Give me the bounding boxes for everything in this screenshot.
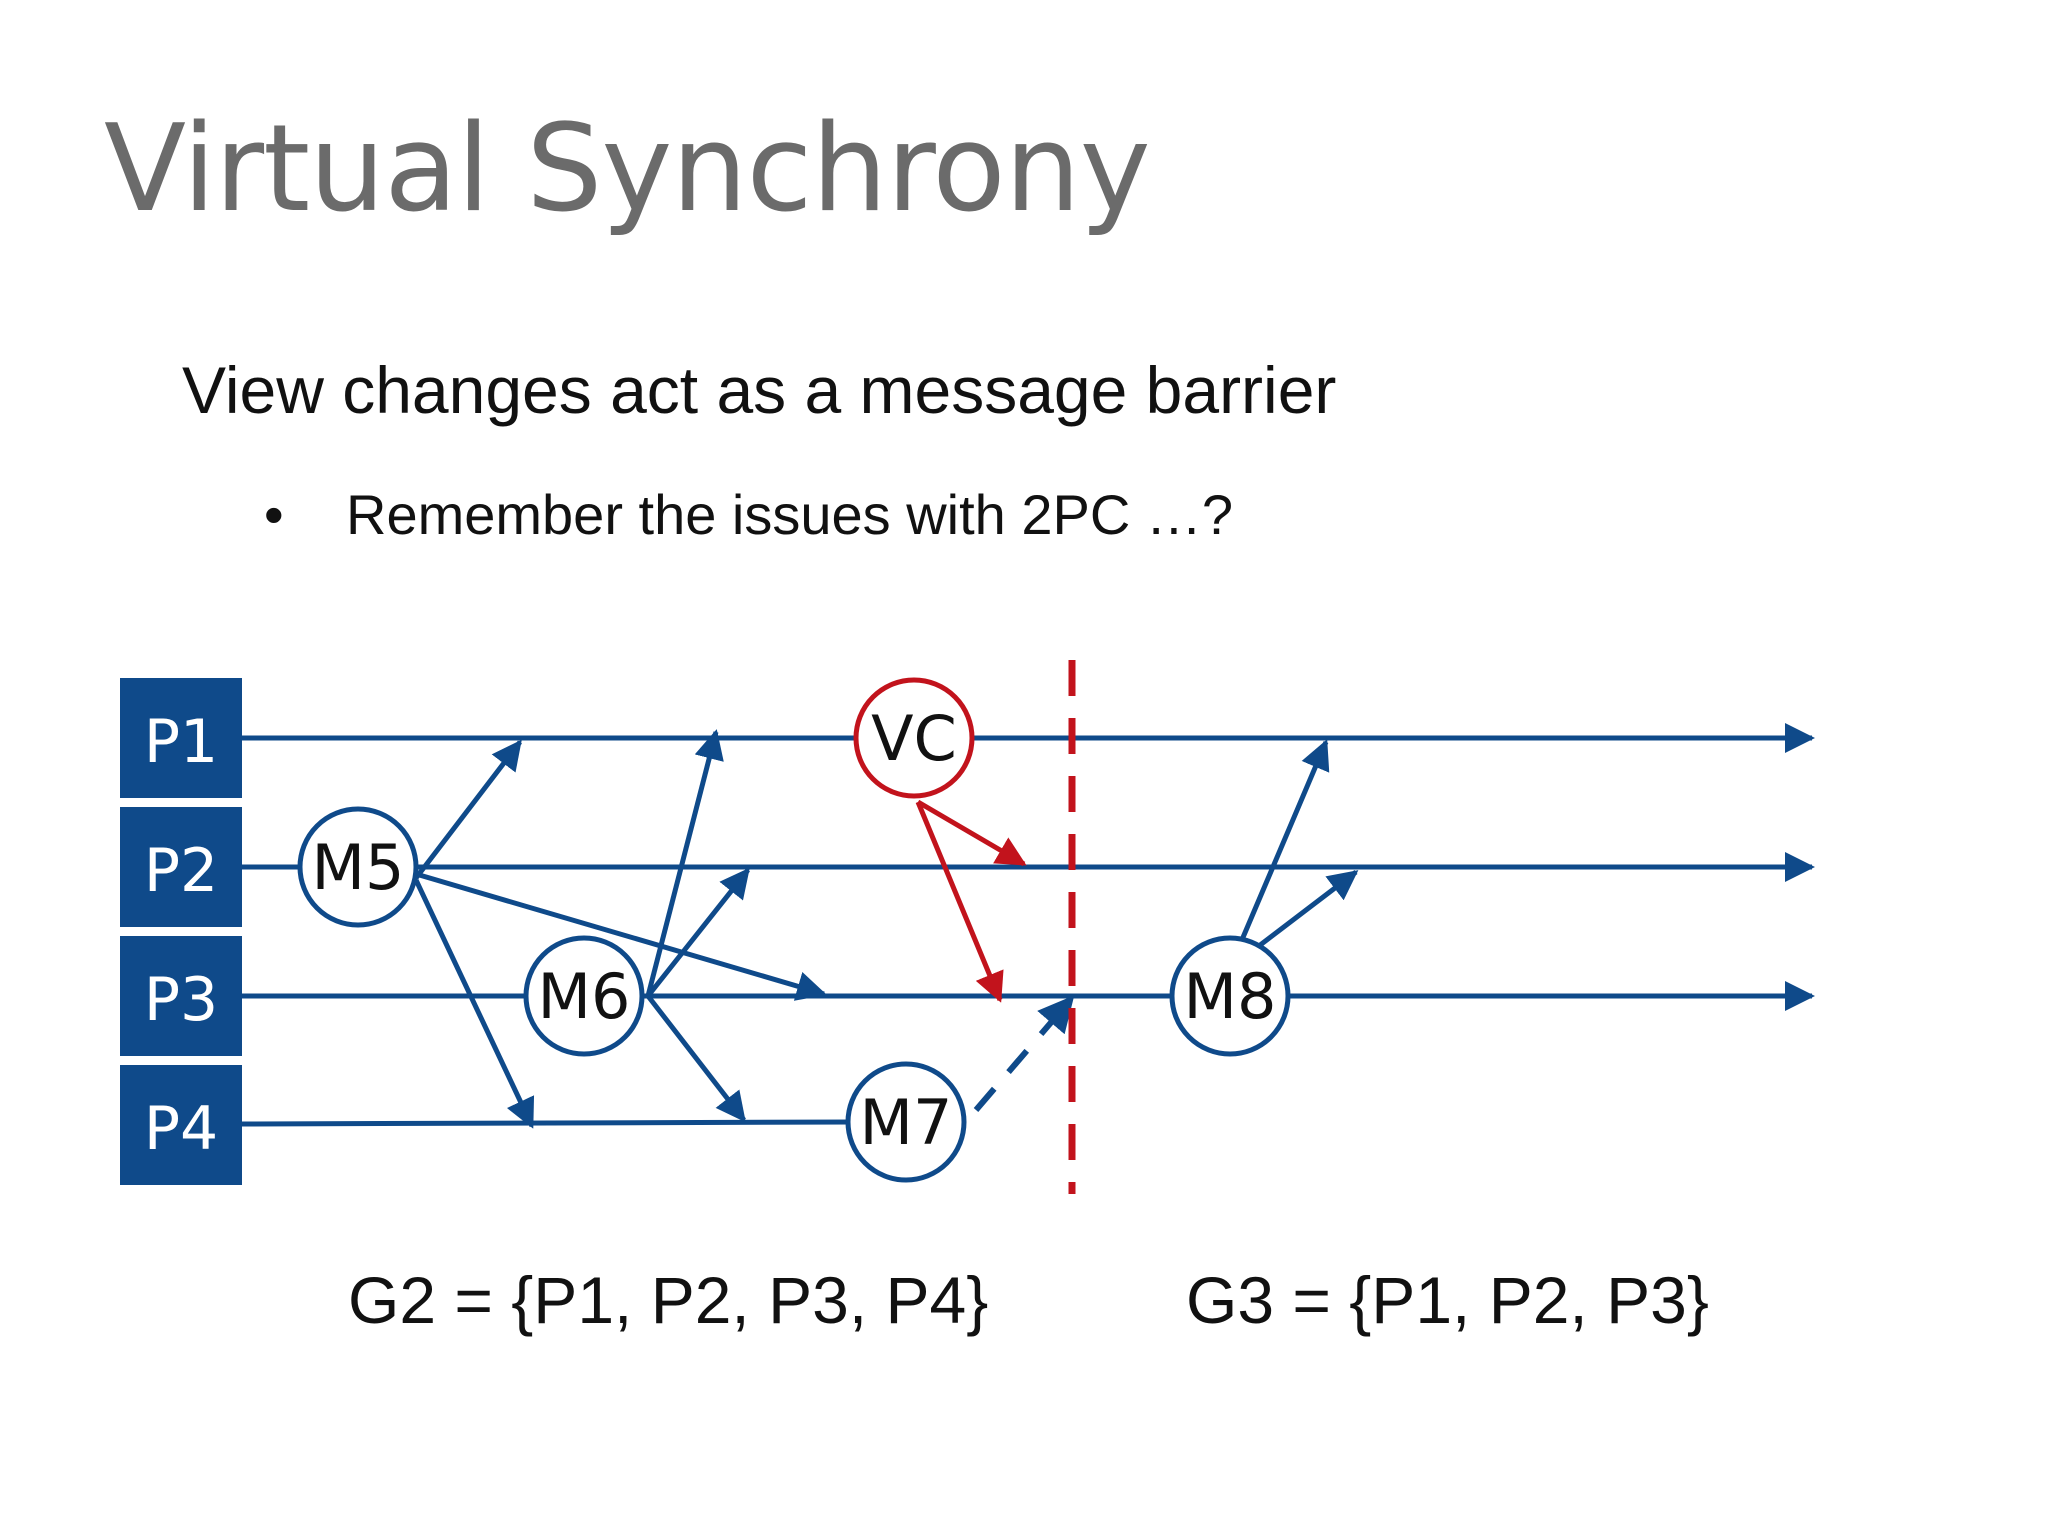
m5-to-p1-arrow [414, 739, 522, 880]
message-node-m8: M8 [1169, 935, 1291, 1057]
bullet-text: Remember the issues with 2PC …? [346, 483, 1234, 546]
slide-title: Virtual Synchrony [104, 100, 1151, 239]
message-label-m7: M7 [860, 1086, 953, 1159]
group-label-g3: G3 = {P1, P2, P3} [1186, 1263, 1709, 1337]
process-box-p4: P4 [120, 1065, 242, 1185]
m8-to-p1-arrow [1227, 739, 1330, 969]
bullet-item: • Remember the issues with 2PC …? [264, 482, 1233, 547]
group-label-g2: G2 = {P1, P2, P3, P4} [348, 1263, 989, 1337]
m6-to-p1-arrow [645, 729, 724, 997]
message-node-m6: M6 [523, 935, 645, 1057]
process-label-p2: P2 [144, 836, 218, 906]
vc-to-p3-arrow [915, 801, 1004, 1003]
message-label-m5: M5 [312, 831, 405, 904]
process-label-p3: P3 [144, 965, 218, 1035]
process-label-p4: P4 [144, 1094, 218, 1164]
process-box-p3: P3 [120, 936, 242, 1056]
process-box-p1: P1 [120, 678, 242, 798]
message-node-m7: M7 [845, 1061, 967, 1183]
view-change-node: VC [853, 677, 975, 799]
vc-to-p2-arrow [916, 799, 1027, 867]
timeline-p4 [241, 1119, 857, 1127]
m5-to-p3-arrow [415, 871, 827, 1001]
process-box-p2: P2 [120, 807, 242, 927]
message-label-m6: M6 [538, 960, 631, 1033]
m6-to-p4-arrow [646, 994, 746, 1123]
message-node-m5: M5 [297, 806, 419, 928]
view-change-label: VC [871, 702, 957, 775]
slide-subtitle: View changes act as a message barrier [182, 353, 1337, 427]
process-label-p1: P1 [144, 707, 218, 777]
bullet-marker: • [264, 483, 284, 546]
message-label-m8: M8 [1184, 960, 1277, 1033]
m7-to-p3-dashed-arrow [973, 995, 1075, 1112]
m6-to-p2-arrow [646, 867, 750, 998]
m5-to-p4-arrow [413, 878, 535, 1129]
